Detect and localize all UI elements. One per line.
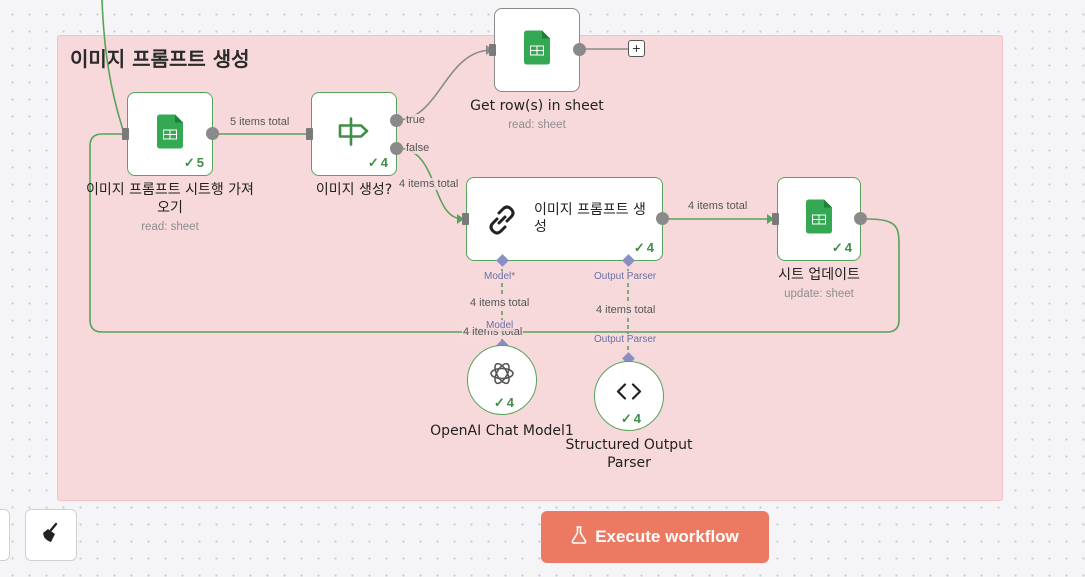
input-port[interactable] (462, 213, 469, 225)
input-port[interactable] (122, 128, 129, 140)
broom-icon (40, 522, 62, 549)
input-port[interactable] (306, 128, 313, 140)
node-title: 이미지 프롬프트 시트행 가져오기 (86, 182, 254, 216)
check-icon: ✓ (620, 411, 632, 426)
node-update-sheet[interactable]: ✓4 (777, 177, 861, 261)
connector-label: Output Parser (594, 334, 657, 345)
edge-label-false: false (405, 142, 431, 154)
output-port[interactable] (854, 212, 867, 225)
node-openai-chat-model[interactable]: ✓4 (467, 345, 537, 415)
node-title: 이미지 생성? (315, 182, 393, 198)
link-icon (484, 202, 520, 243)
code-icon (616, 381, 642, 406)
check-icon: ✓ (183, 155, 195, 170)
edge-label-parser: 4 items total (595, 304, 657, 316)
success-count: ✓4 (493, 395, 514, 410)
output-port[interactable] (573, 43, 586, 56)
check-icon: ✓ (367, 155, 379, 170)
add-node-button[interactable]: + (628, 40, 645, 57)
clear-execution-button[interactable] (25, 509, 77, 561)
connector-label: Output Parser (594, 271, 657, 282)
sticky-note[interactable] (57, 35, 1003, 501)
node-if[interactable]: ✓4 (311, 92, 397, 176)
output-port[interactable] (206, 127, 219, 140)
node-title: 이미지 프롬프트 생성 (534, 202, 646, 235)
success-count: ✓4 (831, 240, 852, 255)
openai-icon (488, 359, 516, 392)
edge-label-false-items: 4 items total (398, 178, 460, 190)
check-icon: ✓ (633, 240, 645, 255)
check-icon: ✓ (831, 240, 843, 255)
node-title: 시트 업데이트 (778, 267, 860, 283)
execute-workflow-label: Execute workflow (595, 527, 739, 546)
node-get-sheet[interactable]: ✓5 (127, 92, 213, 176)
edge-label-agent-update: 4 items total (687, 200, 749, 212)
input-port[interactable] (772, 213, 779, 225)
execute-workflow-button[interactable]: Execute workflow (541, 511, 769, 563)
connector-label: Model* (484, 271, 516, 282)
node-title: Structured Output Parser (565, 437, 693, 471)
node-subtitle: read: sheet (141, 221, 199, 233)
node-title: OpenAI Chat Model1 (430, 423, 574, 439)
output-port[interactable] (656, 212, 669, 225)
edge-incoming (101, 0, 125, 134)
node-agent[interactable]: ✓4 (466, 177, 663, 261)
signpost-icon (337, 117, 371, 152)
success-count: ✓4 (633, 240, 654, 255)
zoom-fit-button[interactable] (0, 509, 10, 561)
success-count: ✓4 (367, 155, 388, 170)
flask-icon (571, 525, 587, 549)
node-structured-output-parser[interactable]: ✓4 (594, 361, 664, 431)
google-sheets-icon (806, 199, 832, 239)
success-count: ✓4 (620, 411, 641, 426)
connector-label: Model (486, 320, 514, 331)
edge-label-true: true (405, 114, 426, 126)
output-port-true[interactable] (390, 114, 403, 127)
input-port[interactable] (489, 44, 496, 56)
success-count: ✓5 (183, 155, 204, 170)
google-sheets-icon (524, 30, 550, 70)
edge-label-sheet-if: 5 items total (229, 116, 291, 128)
edge-label-model: 4 items total (469, 297, 531, 309)
google-sheets-icon (157, 114, 183, 154)
check-icon: ✓ (493, 395, 505, 410)
node-subtitle: update: sheet (784, 288, 854, 300)
sticky-title: 이미지 프롬프트 생성 (70, 47, 250, 71)
node-subtitle: read: sheet (508, 119, 566, 131)
node-title: Get row(s) in sheet (470, 98, 604, 114)
output-port-false[interactable] (390, 142, 403, 155)
node-get-rows[interactable] (494, 8, 580, 92)
